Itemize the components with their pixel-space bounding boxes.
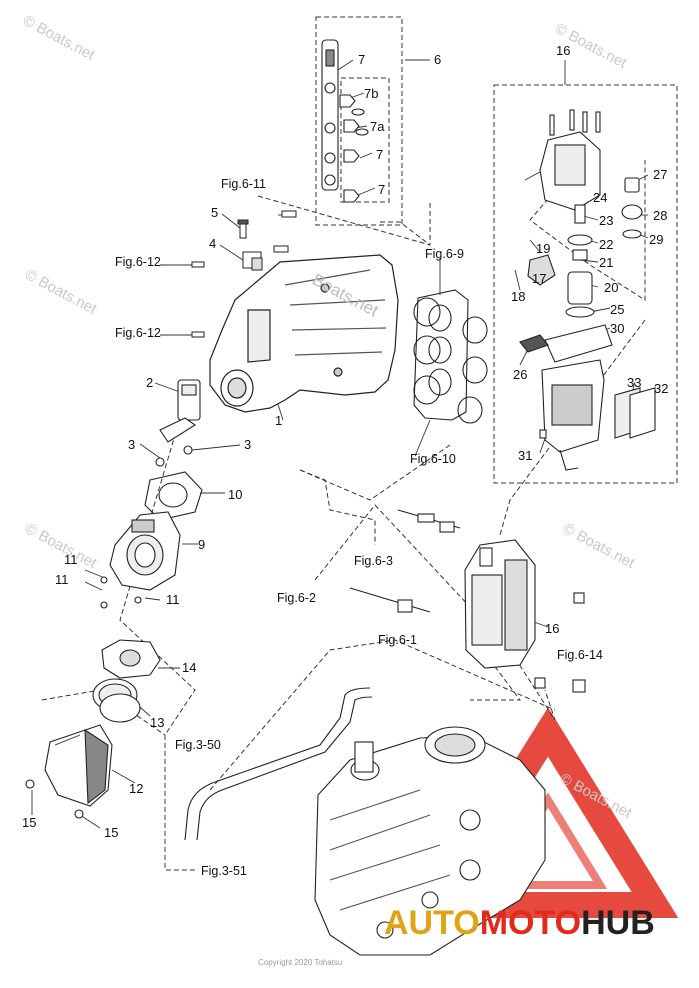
callout-part-24: 24 bbox=[593, 190, 608, 205]
callout-part-11: 11 bbox=[64, 552, 78, 567]
callout-part-7a: 7a bbox=[370, 119, 385, 134]
leader-line-fig611 bbox=[257, 195, 431, 246]
callout-part-33: 33 bbox=[627, 375, 642, 390]
ref-fig-6-10[interactable]: Fig.6-10 bbox=[410, 452, 456, 466]
ref-fig-6-11[interactable]: Fig.6-11 bbox=[221, 177, 266, 191]
manifold-gaskets bbox=[413, 289, 488, 424]
callout-part-7: 7 bbox=[358, 52, 366, 67]
callout-part-14: 14 bbox=[182, 660, 197, 675]
ref-fig-6-14[interactable]: Fig.6-14 bbox=[557, 648, 603, 662]
brand-part: HUB bbox=[581, 904, 655, 942]
callout-part-16: 16 bbox=[556, 43, 571, 58]
callout-part-21: 21 bbox=[599, 255, 614, 270]
ref-fig-6-9[interactable]: Fig.6-9 bbox=[425, 247, 464, 261]
callout-part-25: 25 bbox=[610, 302, 625, 317]
callout-part-22: 22 bbox=[599, 237, 614, 252]
injector-rail bbox=[321, 39, 369, 203]
ref-fig-3-50[interactable]: Fig.3-50 bbox=[175, 738, 221, 752]
callout-part-10: 10 bbox=[228, 487, 243, 502]
fuel-vapor-separator bbox=[349, 509, 586, 693]
callout-part-16: 16 bbox=[545, 621, 560, 636]
callout-part-9: 9 bbox=[198, 537, 206, 552]
brand-logo-text: AUTOMOTOHUB bbox=[384, 904, 655, 943]
callout-part-20: 20 bbox=[604, 280, 619, 295]
callout-part-4: 4 bbox=[209, 236, 217, 251]
fuel-pump-exploded bbox=[519, 109, 656, 471]
callout-part-29: 29 bbox=[649, 232, 664, 247]
callout-part-1: 1 bbox=[275, 413, 283, 428]
callout-part-7: 7 bbox=[376, 147, 384, 162]
ref-fig-6-12[interactable]: Fig.6-12 bbox=[115, 326, 161, 340]
engine-block bbox=[314, 726, 546, 956]
callout-part-6: 6 bbox=[434, 52, 442, 67]
breather-hose bbox=[184, 687, 373, 841]
callout-part-3: 3 bbox=[128, 437, 136, 452]
callout-part-23: 23 bbox=[599, 213, 614, 228]
callout-part-17: 17 bbox=[532, 271, 547, 286]
intake-plate-and-hose bbox=[92, 639, 161, 723]
callout-part-27: 27 bbox=[653, 167, 668, 182]
injector-subgroup-box bbox=[340, 77, 390, 203]
callout-part-11: 11 bbox=[166, 592, 180, 607]
brand-part: MOTO bbox=[479, 904, 582, 942]
callout-part-19: 19 bbox=[536, 241, 551, 256]
copyright-text: Copyright 2020 Tohatsu bbox=[258, 958, 343, 967]
ref-fig-6-3[interactable]: Fig.6-3 bbox=[354, 554, 393, 568]
callout-part-28: 28 bbox=[653, 208, 668, 223]
ref-fig-3-51[interactable]: Fig.3-51 bbox=[201, 864, 247, 878]
ref-fig-6-1[interactable]: Fig.6-1 bbox=[378, 633, 417, 647]
callout-part-32: 32 bbox=[654, 381, 669, 396]
sensor-and-bolts bbox=[191, 210, 297, 338]
callout-part-5: 5 bbox=[211, 205, 219, 220]
callout-part-3: 3 bbox=[244, 437, 252, 452]
intake-silencer bbox=[25, 724, 113, 819]
brand-part: AUTO bbox=[384, 904, 480, 942]
callout-part-12: 12 bbox=[129, 781, 144, 796]
ref-fig-6-2[interactable]: Fig.6-2 bbox=[277, 591, 316, 605]
callout-part-26: 26 bbox=[513, 367, 528, 382]
idle-air-valve bbox=[155, 379, 201, 467]
callout-part-15: 15 bbox=[104, 825, 119, 840]
callout-part-18: 18 bbox=[511, 289, 526, 304]
ref-fig-6-12[interactable]: Fig.6-12 bbox=[115, 255, 161, 269]
callout-part-15: 15 bbox=[22, 815, 37, 830]
callout-part-30: 30 bbox=[610, 321, 625, 336]
callout-part-11: 11 bbox=[55, 572, 69, 587]
throttle-gasket bbox=[144, 471, 203, 521]
throttle-body bbox=[100, 511, 181, 609]
callout-part-7: 7 bbox=[378, 182, 386, 197]
callout-part-7b: 7b bbox=[364, 86, 379, 101]
callout-part-13: 13 bbox=[150, 715, 165, 730]
callout-part-31: 31 bbox=[518, 448, 533, 463]
fuel-pump-group-box bbox=[493, 84, 678, 484]
callout-part-2: 2 bbox=[146, 375, 154, 390]
intake-manifold bbox=[209, 254, 399, 413]
